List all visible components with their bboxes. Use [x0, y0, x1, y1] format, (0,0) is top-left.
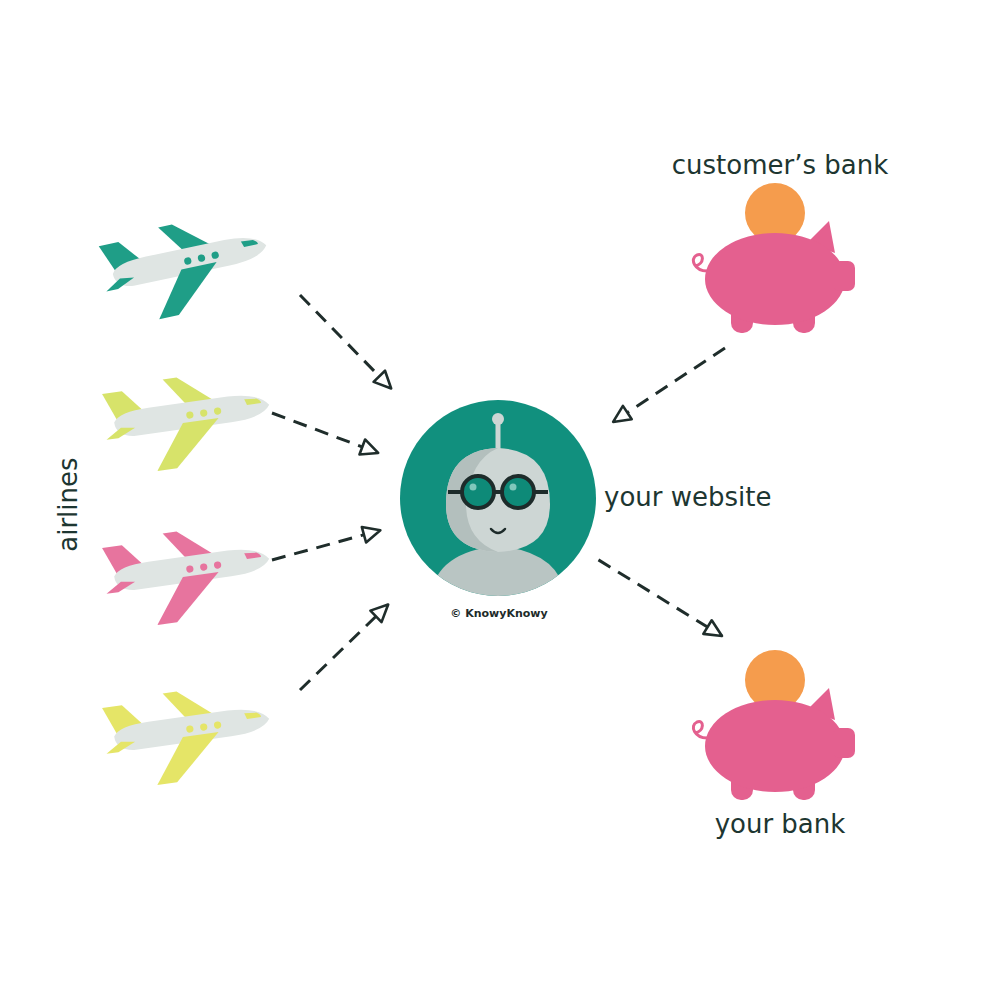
- robot-illustration-part-part: [470, 484, 477, 491]
- robot-illustration-part-part: [446, 448, 550, 552]
- dashed-arrow: [300, 295, 391, 388]
- robot-illustration-part-part: [491, 529, 505, 533]
- robot-illustration-part-part: [430, 546, 566, 596]
- node-label: your website: [604, 482, 771, 513]
- robot-illustration-part-part: [492, 413, 504, 425]
- website-circle-outline: [400, 400, 596, 596]
- node-label: airlines: [53, 458, 84, 552]
- website-circle: your website: [400, 400, 596, 596]
- bank-node: your bank: [680, 640, 880, 840]
- dashed-arrow: [598, 560, 722, 636]
- piggy-bank-icon: [693, 650, 855, 800]
- plane-icon: [99, 519, 276, 631]
- robot-illustration-part-part: [462, 476, 494, 508]
- robot-illustration: [430, 413, 566, 596]
- node-label: your bank: [715, 809, 846, 840]
- robot-illustration-part-part: [446, 448, 498, 552]
- dashed-arrow: [300, 605, 388, 691]
- dashed-arrow: [272, 413, 378, 453]
- robot-illustration-part-part: [510, 484, 517, 491]
- dashed-arrow: [613, 348, 725, 422]
- plane-icon: [96, 206, 277, 329]
- label-anchor: © KnowyKnowy: [450, 607, 547, 620]
- robot-illustration-part: [430, 413, 566, 596]
- airline-planes: [96, 206, 277, 791]
- bank-node: customer’s bank: [664, 150, 896, 340]
- airlines-group: airlines: [40, 220, 270, 790]
- plane-icon: [99, 679, 276, 791]
- robot-illustration-part-part: [502, 476, 534, 508]
- node-label: customer’s bank: [672, 150, 888, 181]
- watermark: © KnowyKnowy: [450, 607, 547, 620]
- plane-icon: [99, 365, 276, 477]
- piggy-bank-icon: [693, 183, 855, 333]
- dashed-arrow: [272, 530, 380, 560]
